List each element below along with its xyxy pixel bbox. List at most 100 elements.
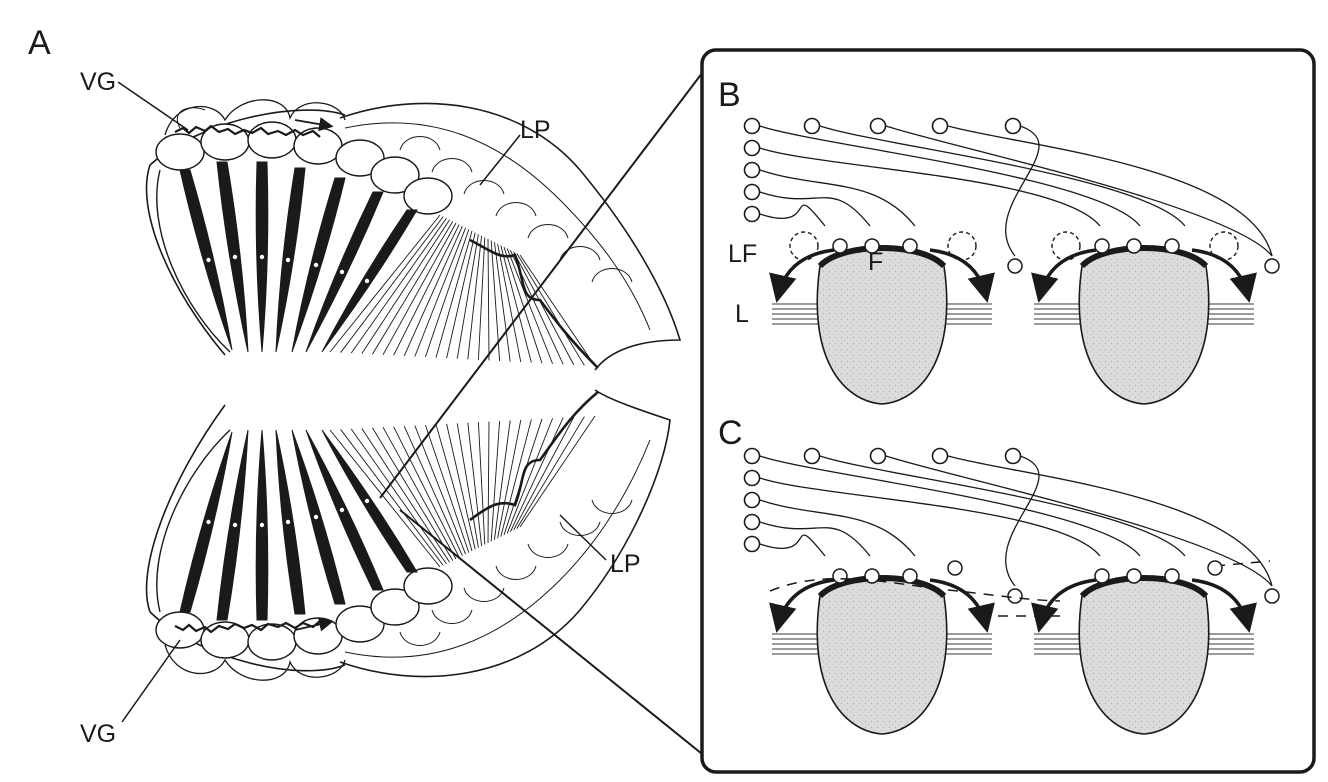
rod-node (260, 255, 264, 259)
lower-filaments (156, 416, 632, 660)
rod-node (260, 523, 264, 527)
rod-node (233, 523, 237, 527)
filament-ray (488, 422, 489, 543)
bouton (833, 239, 847, 253)
neuron-soma (871, 119, 886, 134)
lamellar-pouch (528, 544, 568, 558)
lamellar-pouch (592, 500, 632, 514)
filament-ray (372, 221, 452, 354)
neuron-soma (745, 493, 760, 508)
filament-ray (507, 418, 552, 533)
lamellar-pouch (400, 137, 440, 151)
panel-a-gill-drawing: A VG VG LP LP (28, 24, 680, 748)
rod-node (314, 515, 318, 519)
neuron-soma (1006, 119, 1021, 134)
neuron-soma (745, 537, 760, 552)
neuron-soma (745, 515, 760, 530)
filament-ray (404, 226, 462, 356)
filament-ray (330, 215, 440, 352)
cartilage-rod (217, 162, 248, 352)
bouton (903, 569, 917, 583)
rod-node (340, 270, 344, 274)
l-label: L (735, 300, 749, 328)
filament-ray (372, 428, 452, 561)
panel-a-label: A (28, 24, 51, 62)
neuron-soma (745, 141, 760, 156)
neuron-soma (1265, 589, 1279, 603)
rod-node (365, 279, 369, 283)
filament-ray (330, 430, 440, 567)
bouton (1165, 239, 1179, 253)
panel-b-label: B (718, 76, 741, 114)
vg-leader-bottom (122, 640, 180, 722)
filament-ray (488, 239, 489, 360)
neuron-soma (1008, 259, 1022, 273)
neuron-soma (745, 207, 760, 222)
lamellar-pouch (432, 610, 472, 624)
neuron-soma (1265, 259, 1279, 273)
filament-ray (415, 426, 466, 555)
bouton (1095, 569, 1109, 583)
f-label: F (868, 248, 883, 276)
neuron-soma (933, 449, 948, 464)
lp-label-top: LP (520, 116, 551, 144)
neuron-soma (745, 163, 760, 178)
filament-ray (517, 253, 585, 365)
zoom-line-bottom (400, 510, 712, 762)
filament-ray (517, 417, 585, 529)
panel-c-label: C (718, 414, 743, 452)
vg-label-bottom: VG (80, 720, 116, 748)
lamellar-pouch (528, 225, 568, 239)
upper-filaments (156, 122, 632, 366)
lp-leader-bottom (560, 515, 606, 560)
neuron-soma (745, 185, 760, 200)
filament-base (404, 568, 452, 604)
filament-base (248, 122, 296, 158)
bouton (1127, 569, 1141, 583)
filament-base (248, 624, 296, 660)
flow-arrow-top (295, 120, 330, 126)
rod-node (365, 499, 369, 503)
filament-ray (362, 220, 450, 354)
rod-node (206, 258, 210, 262)
lamellar-pouch (496, 566, 536, 580)
neuron-soma (933, 119, 948, 134)
rod-node (314, 263, 318, 267)
rod-node (206, 520, 210, 524)
bouton (1165, 569, 1179, 583)
bouton (1208, 561, 1222, 575)
neuron-soma (805, 449, 820, 464)
filament-base (156, 134, 204, 170)
vg-leader-top (118, 82, 188, 130)
bouton (833, 569, 847, 583)
filament-ray (362, 428, 450, 562)
lp-label-bottom: LP (610, 550, 641, 578)
bouton (1095, 239, 1109, 253)
filament-base (404, 178, 452, 214)
rod-node (286, 258, 290, 262)
rod-node (340, 508, 344, 512)
lp-leader-top (480, 135, 520, 185)
neuron-soma (805, 119, 820, 134)
lamellar-pouch (592, 269, 632, 283)
bouton (1127, 239, 1141, 253)
lf-label: LF (728, 240, 757, 268)
neuron-soma (871, 449, 886, 464)
lamellar-pouch (400, 632, 440, 646)
bouton (948, 561, 962, 575)
bouton (903, 239, 917, 253)
rod-node (286, 520, 290, 524)
cartilage-rod (217, 430, 248, 620)
lamellar-pouch (432, 159, 472, 173)
filament-ray (491, 421, 499, 541)
filament-ray (415, 228, 466, 357)
lamellar-pouch (560, 522, 600, 536)
lamellar-pouch (496, 203, 536, 217)
neuron-soma (745, 471, 760, 486)
neuron-soma (1006, 449, 1021, 464)
rod-node (233, 255, 237, 259)
vg-label-top: VG (80, 68, 116, 96)
neuron-soma (745, 119, 760, 134)
neuron-soma (1008, 589, 1022, 603)
